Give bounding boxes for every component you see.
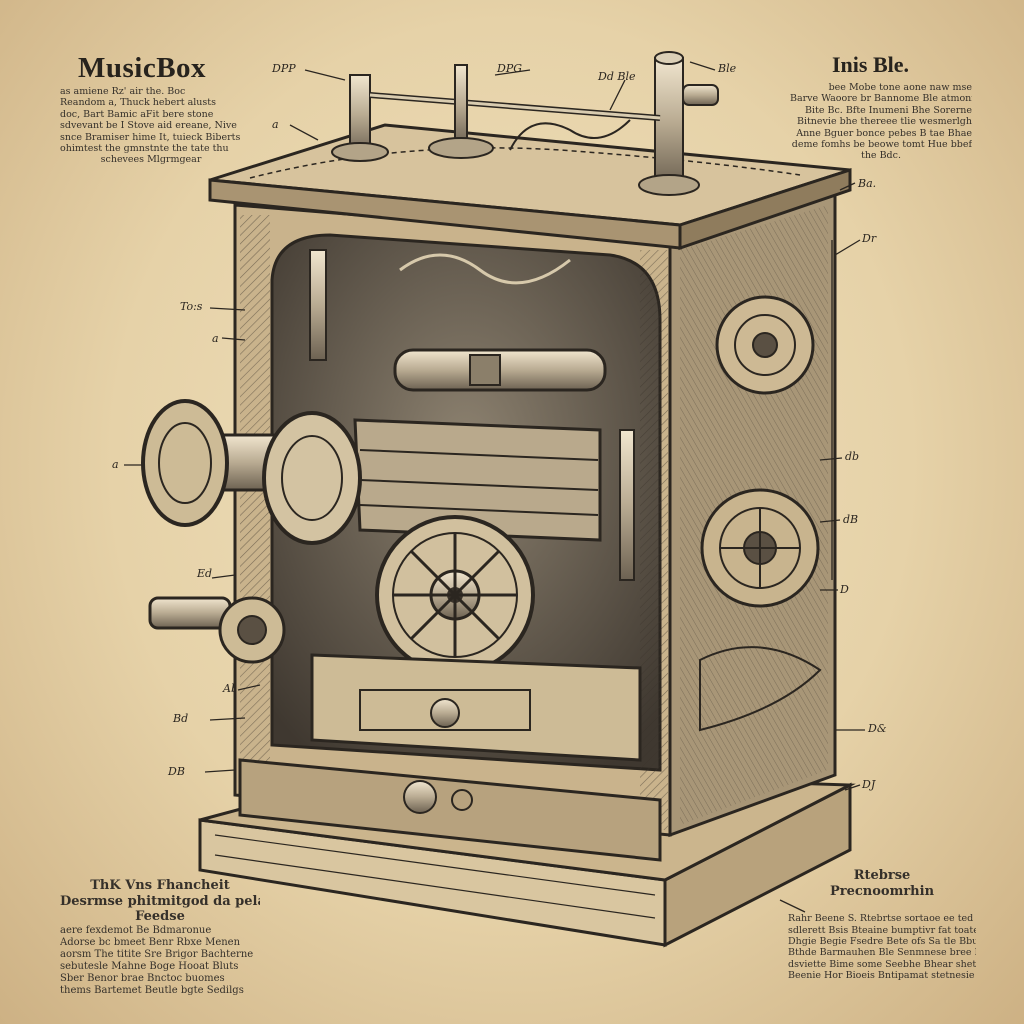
callout-label: a xyxy=(112,458,119,471)
text-line: deme fomhs be beowe tomt Hue bbef xyxy=(791,138,972,150)
cabinet-bottom-band xyxy=(238,758,662,862)
top-rod-assembly xyxy=(331,51,719,196)
diagram-title: MusicBox xyxy=(78,52,207,84)
callout-label: DJ xyxy=(862,778,876,791)
text-line: Beenie Hor Bioeis Bntipamat stetnesie xyxy=(788,970,975,982)
text-line: Bthde Barmauhen Ble Senmnese bree Bare xyxy=(788,947,976,959)
callout-label: To:s xyxy=(180,300,203,313)
caption-subheading: Feedse xyxy=(135,909,185,925)
inner-mechanism xyxy=(309,249,635,581)
callout-label: a xyxy=(272,118,279,131)
text-block-top-right: bee Mobe tone aone naw mse Barve Waoore … xyxy=(790,82,972,162)
text-block-bottom-right: Rtebrse Precnoomrhin Rahr Beene S. Rtebr… xyxy=(788,868,976,982)
text-line: bee Mobe tone aone naw mse xyxy=(828,82,972,93)
text-line: ohimtest the gmnstnte the tate thu xyxy=(60,142,229,154)
text-line: Bite Bc. Bfte Inumeni Bhe Sorerne xyxy=(805,104,972,116)
text-line: thems Bartemet Beutle bgte Sedilgs xyxy=(60,984,244,996)
callout-label: a xyxy=(212,332,219,345)
text-line: aorsm The titite Sre Brigor Bachterne xyxy=(60,948,254,960)
text-line: Rahr Beene S. Rtebrtse sortaoe ee ted xyxy=(788,913,974,925)
text-line: Dhgie Begie Fsedre Bete ofs Sa tle Bbuts xyxy=(788,935,976,947)
text-line: as amiene Rz' air the. Boc xyxy=(60,86,186,97)
side-drum xyxy=(141,399,362,545)
callout-label: Dd Ble xyxy=(598,70,636,83)
callout-label: dB xyxy=(843,513,859,526)
text-line: sebutesle Mahne Boge Hooat Bluts xyxy=(60,960,239,972)
text-line: snce Bramiser hime It, tuieck Biberts xyxy=(60,131,241,143)
text-line: Sber Benor brae Bnctoc buomes xyxy=(60,972,225,984)
text-line: Bitnevie bhe thereee tlie wesmerlgh xyxy=(796,116,972,128)
caption-heading: Rtebrse xyxy=(853,868,911,883)
callout-label: DB xyxy=(168,765,185,778)
callout-label: Ble xyxy=(718,62,737,75)
callout-label: D xyxy=(840,583,849,596)
text-line: Reandom a, Thuck hebert alusts xyxy=(60,97,216,109)
text-line: Barve Waoore br Bannome Ble atmonne xyxy=(790,93,972,105)
callout-leaders xyxy=(124,61,865,913)
caption-heading: ThK Vns Fhancheit xyxy=(90,878,230,893)
text-line: the Bdc. xyxy=(861,150,901,162)
text-line: sdlerett Bsis Bteaine bumptivr fat toate xyxy=(788,924,976,936)
text-line: doc, Bart Bamic aFit bere stone xyxy=(60,108,214,120)
cabinet-side-panel xyxy=(668,193,837,838)
crank-handle xyxy=(148,596,286,664)
main-gear xyxy=(375,515,535,675)
callout-label: db xyxy=(845,450,860,463)
text-line: dsviette Bime some Seebhe Bhear shetls xyxy=(788,958,976,970)
callout-label: D& xyxy=(868,722,887,735)
text-line: schevees Mlgrmgear xyxy=(100,154,202,166)
text-line: aere fexdemot Be Bdmaronue xyxy=(60,924,212,936)
callout-label: Bd xyxy=(173,712,189,725)
text-block-top-left: as amiene Rz' air the. Boc Reandom a, Th… xyxy=(60,86,242,166)
diagram-subtitle: Inis Ble. xyxy=(832,52,910,77)
drawer xyxy=(310,653,642,762)
text-line: Anne Bguer bonce pebes B tae Bhae xyxy=(796,127,972,139)
callout-label: Ed xyxy=(197,567,213,580)
text-line: sdvevant be I Stove aid ereane, Nive xyxy=(60,120,237,132)
caption-subheading: Precnoomrhin xyxy=(829,883,935,899)
callout-label: Ba. xyxy=(858,177,877,190)
text-line: Adorse bc bmeet Benr Rbxe Menen xyxy=(60,936,241,948)
caption-subheading: Desrmse phitmitgod da pelas xyxy=(60,893,260,909)
text-block-bottom-left: ThK Vns Fhancheit Desrmse phitmitgod da … xyxy=(60,878,260,997)
callout-label: Dr xyxy=(862,232,877,245)
callout-label: DPP xyxy=(272,62,296,75)
